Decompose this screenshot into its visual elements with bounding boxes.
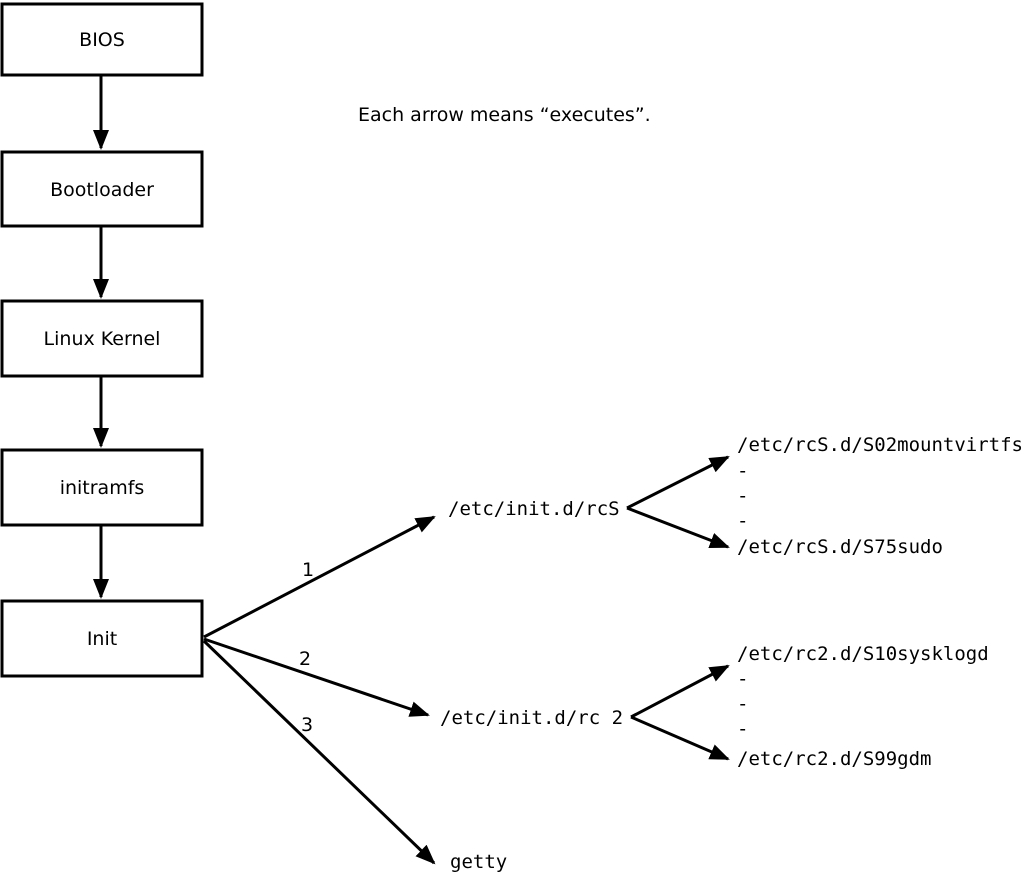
rc2-ellipsis-dash-1: - xyxy=(737,668,748,690)
init-label: Init xyxy=(87,628,117,650)
rcS-first-script: /etc/rcS.d/S02mountvirtfs xyxy=(737,434,1023,456)
rc2-first-script: /etc/rc2.d/S10sysklogd xyxy=(737,643,989,665)
bootloader-box xyxy=(0,150,204,228)
initramfs-label: initramfs xyxy=(60,477,145,499)
rcS-ellipsis-dash-2: - xyxy=(737,485,748,507)
init-box xyxy=(0,599,204,678)
flowchart-node-bootloader: Bootloader xyxy=(0,150,204,228)
flowchart-node-bios: BIOS xyxy=(0,2,204,77)
legend-note: Each arrow means “executes”. xyxy=(358,104,651,126)
rcS-script-label: /etc/init.d/rcS xyxy=(448,498,620,520)
rc2-script-label: /etc/init.d/rc 2 xyxy=(440,707,623,729)
flowchart-node-linux-kernel: Linux Kernel xyxy=(0,299,204,378)
bootloader-label: Bootloader xyxy=(50,179,154,201)
arrow-rc2-to-last-script xyxy=(630,715,730,761)
linux-kernel-label: Linux Kernel xyxy=(44,328,161,350)
rcS-ellipsis-dash-1: - xyxy=(737,460,748,482)
rcS-ellipsis-dash-3: - xyxy=(737,510,748,532)
flowchart-node-init: Init xyxy=(0,599,204,678)
bios-box xyxy=(0,2,204,77)
bios-label: BIOS xyxy=(79,29,125,51)
rc2-ellipsis-dash-2: - xyxy=(737,693,748,715)
branch-order-2: 2 xyxy=(299,648,311,670)
branch-order-3: 3 xyxy=(301,714,313,736)
getty-label: getty xyxy=(450,851,507,873)
arrow-rc2-to-first-script xyxy=(630,664,730,719)
rc2-ellipsis-dash-3: - xyxy=(737,718,748,740)
rcS-last-script: /etc/rcS.d/S75sudo xyxy=(737,536,943,558)
arrow-init-to-rcS xyxy=(203,515,436,639)
flowchart-node-initramfs: initramfs xyxy=(0,448,204,527)
branch-order-1: 1 xyxy=(302,559,314,581)
arrow-rcS-to-first-script xyxy=(626,455,730,510)
arrow-init-to-rc2 xyxy=(203,637,430,717)
rc2-last-script: /etc/rc2.d/S99gdm xyxy=(737,748,931,770)
arrow-init-to-getty xyxy=(202,639,436,865)
arrow-rcS-to-last-script xyxy=(626,506,730,549)
initramfs-box xyxy=(0,448,204,527)
